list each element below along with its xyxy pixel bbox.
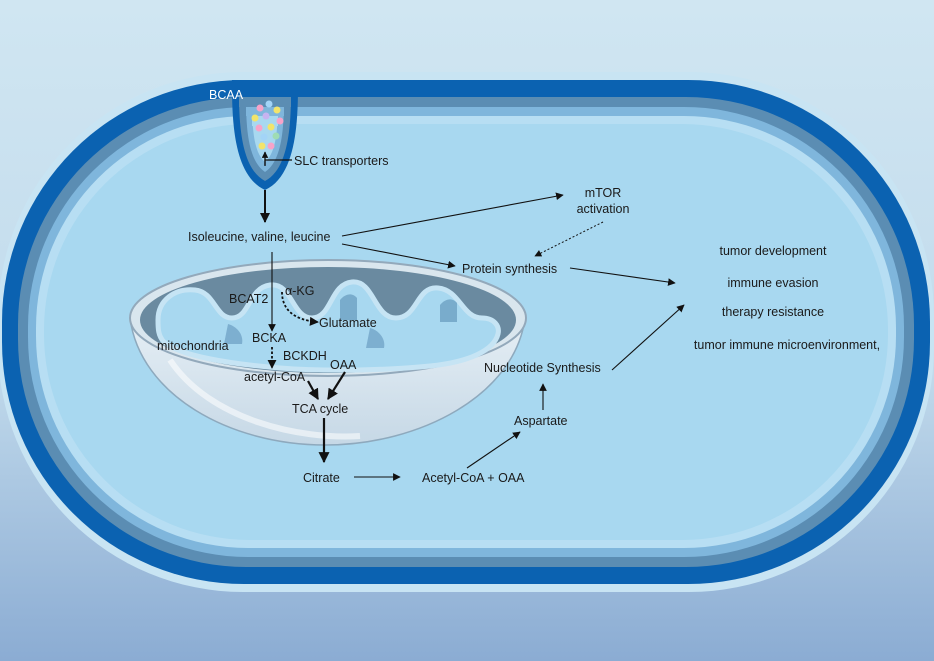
outcome-therapy-resistance: therapy resistance bbox=[722, 305, 824, 319]
label-citrate: Citrate bbox=[303, 471, 340, 485]
label-bckdh: BCKDH bbox=[283, 349, 327, 363]
labels: BCAA SLC transporters Isoleucine, valine… bbox=[157, 88, 629, 485]
slc-arrow bbox=[261, 151, 292, 166]
label-acetyl-coa: acetyl-CoA bbox=[244, 370, 306, 384]
arrow-oaa-tca bbox=[327, 371, 346, 400]
arrows bbox=[260, 190, 685, 481]
label-slc-transporters: SLC transporters bbox=[294, 154, 388, 168]
arrow-mtor-protein bbox=[534, 221, 604, 257]
outcome-tumor-development: tumor development bbox=[719, 244, 827, 258]
arrow-to-mtor bbox=[341, 192, 564, 237]
label-bcat2: BCAT2 bbox=[229, 292, 268, 306]
arrow-to-protein bbox=[341, 243, 456, 269]
label-bcaa: BCAA bbox=[209, 88, 244, 102]
outcome-immune-evasion: immune evasion bbox=[727, 276, 818, 290]
label-amino-acids: Isoleucine, valine, leucine bbox=[188, 230, 330, 244]
label-tca-cycle: TCA cycle bbox=[292, 402, 348, 416]
arrow-akg-glutamate bbox=[281, 291, 319, 326]
arrow-acetylcoa-tca bbox=[307, 380, 319, 400]
label-mitochondria: mitochondria bbox=[157, 339, 229, 353]
arrow-to-aspartate bbox=[466, 431, 521, 469]
label-mtor: mTOR bbox=[585, 186, 622, 200]
outcome-tumor-immune-microenvironment: tumor immune microenvironment, bbox=[694, 338, 880, 352]
mitochondrion bbox=[129, 259, 527, 446]
bcaa-particles bbox=[251, 100, 284, 150]
label-acetyl-coa-oaa: Acetyl-CoA + OAA bbox=[422, 471, 525, 485]
label-protein-synthesis: Protein synthesis bbox=[462, 262, 557, 276]
label-oaa: OAA bbox=[330, 358, 357, 372]
label-nucleotide-synthesis: Nucleotide Synthesis bbox=[484, 361, 601, 375]
arrow-nucleotide-outcomes bbox=[611, 304, 685, 371]
outcome-list: tumor development immune evasion therapy… bbox=[694, 244, 880, 352]
label-akg: α-KG bbox=[285, 284, 314, 298]
label-bcka: BCKA bbox=[252, 331, 287, 345]
label-aspartate: Aspartate bbox=[514, 414, 568, 428]
arrow-protein-outcomes bbox=[569, 267, 676, 286]
label-glutamate: Glutamate bbox=[319, 316, 377, 330]
label-activation: activation bbox=[577, 202, 630, 216]
